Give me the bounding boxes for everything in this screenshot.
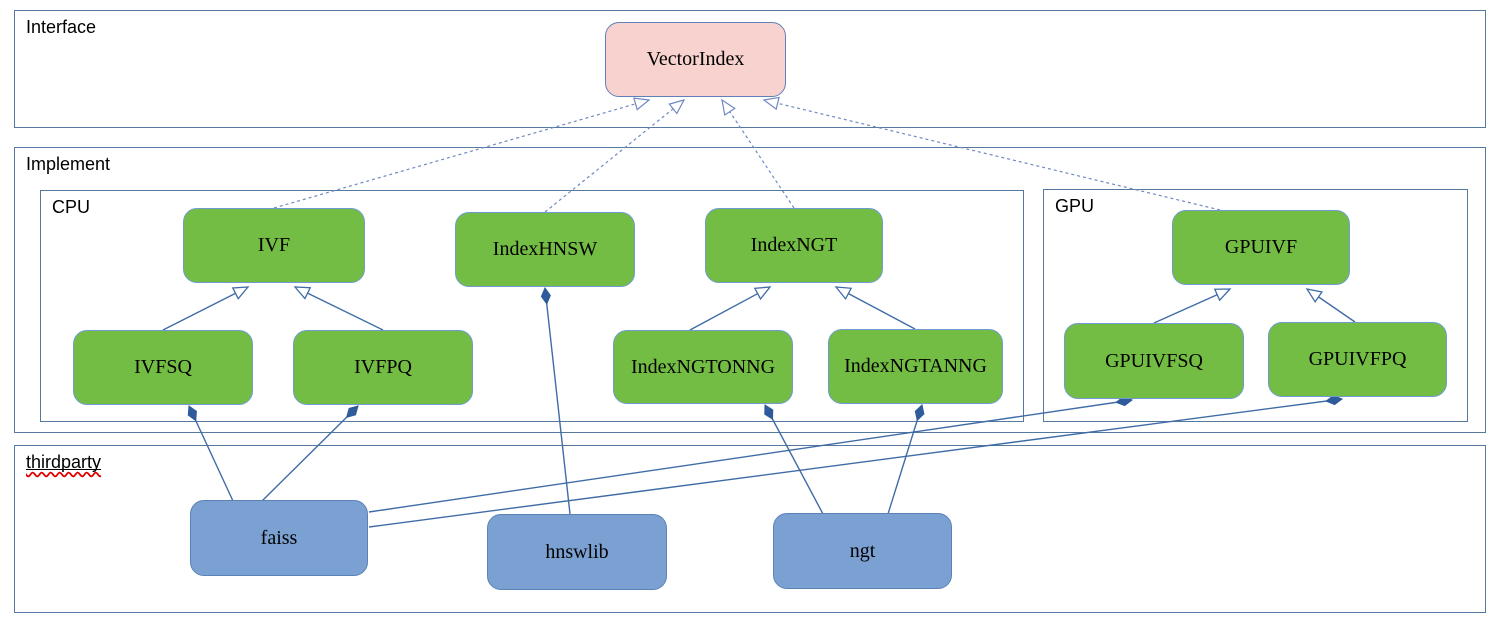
- node-ngt[interactable]: ngt: [773, 513, 952, 589]
- container-interface-label: Interface: [26, 17, 97, 37]
- node-label: VectorIndex: [646, 48, 745, 70]
- node-indexngtonng[interactable]: IndexNGTONNG: [613, 330, 793, 404]
- node-faiss[interactable]: faiss: [190, 500, 368, 576]
- node-label: GPUIVF: [1224, 236, 1298, 258]
- node-label: IndexNGTANNG: [844, 355, 987, 377]
- node-label: IVFSQ: [134, 356, 192, 378]
- node-indexngtanng[interactable]: IndexNGTANNG: [828, 329, 1003, 404]
- node-indexngt[interactable]: IndexNGT: [705, 208, 883, 283]
- node-indexhnsw[interactable]: IndexHNSW: [455, 212, 635, 287]
- node-gpuivf[interactable]: GPUIVF: [1172, 210, 1350, 285]
- node-vectorindex[interactable]: VectorIndex: [605, 22, 786, 97]
- container-gpu-label: GPU: [1055, 196, 1095, 216]
- node-label: IndexHNSW: [492, 238, 598, 260]
- node-label: IndexNGTONNG: [630, 355, 776, 378]
- node-label: IndexNGT: [750, 234, 838, 256]
- node-ivf[interactable]: IVF: [183, 208, 365, 283]
- node-label: IVF: [257, 234, 291, 256]
- node-label: ngt: [849, 539, 876, 562]
- node-gpuivfpq[interactable]: GPUIVFPQ: [1268, 322, 1447, 397]
- node-label: hnswlib: [545, 540, 609, 563]
- node-gpuivfsq[interactable]: GPUIVFSQ: [1064, 323, 1244, 399]
- node-label: GPUIVFPQ: [1308, 348, 1407, 370]
- node-ivfpq[interactable]: IVFPQ: [293, 330, 473, 405]
- container-thirdparty-label: thirdparty: [26, 452, 101, 473]
- container-implement-label: Implement: [26, 154, 111, 174]
- node-ivfsq[interactable]: IVFSQ: [73, 330, 253, 405]
- node-label: GPUIVFSQ: [1105, 349, 1203, 372]
- misspelled-word: thirdparty: [26, 452, 102, 472]
- container-cpu-label: CPU: [52, 197, 91, 217]
- node-hnswlib[interactable]: hnswlib: [487, 514, 667, 590]
- node-label: faiss: [260, 526, 298, 549]
- node-label: IVFPQ: [354, 356, 412, 378]
